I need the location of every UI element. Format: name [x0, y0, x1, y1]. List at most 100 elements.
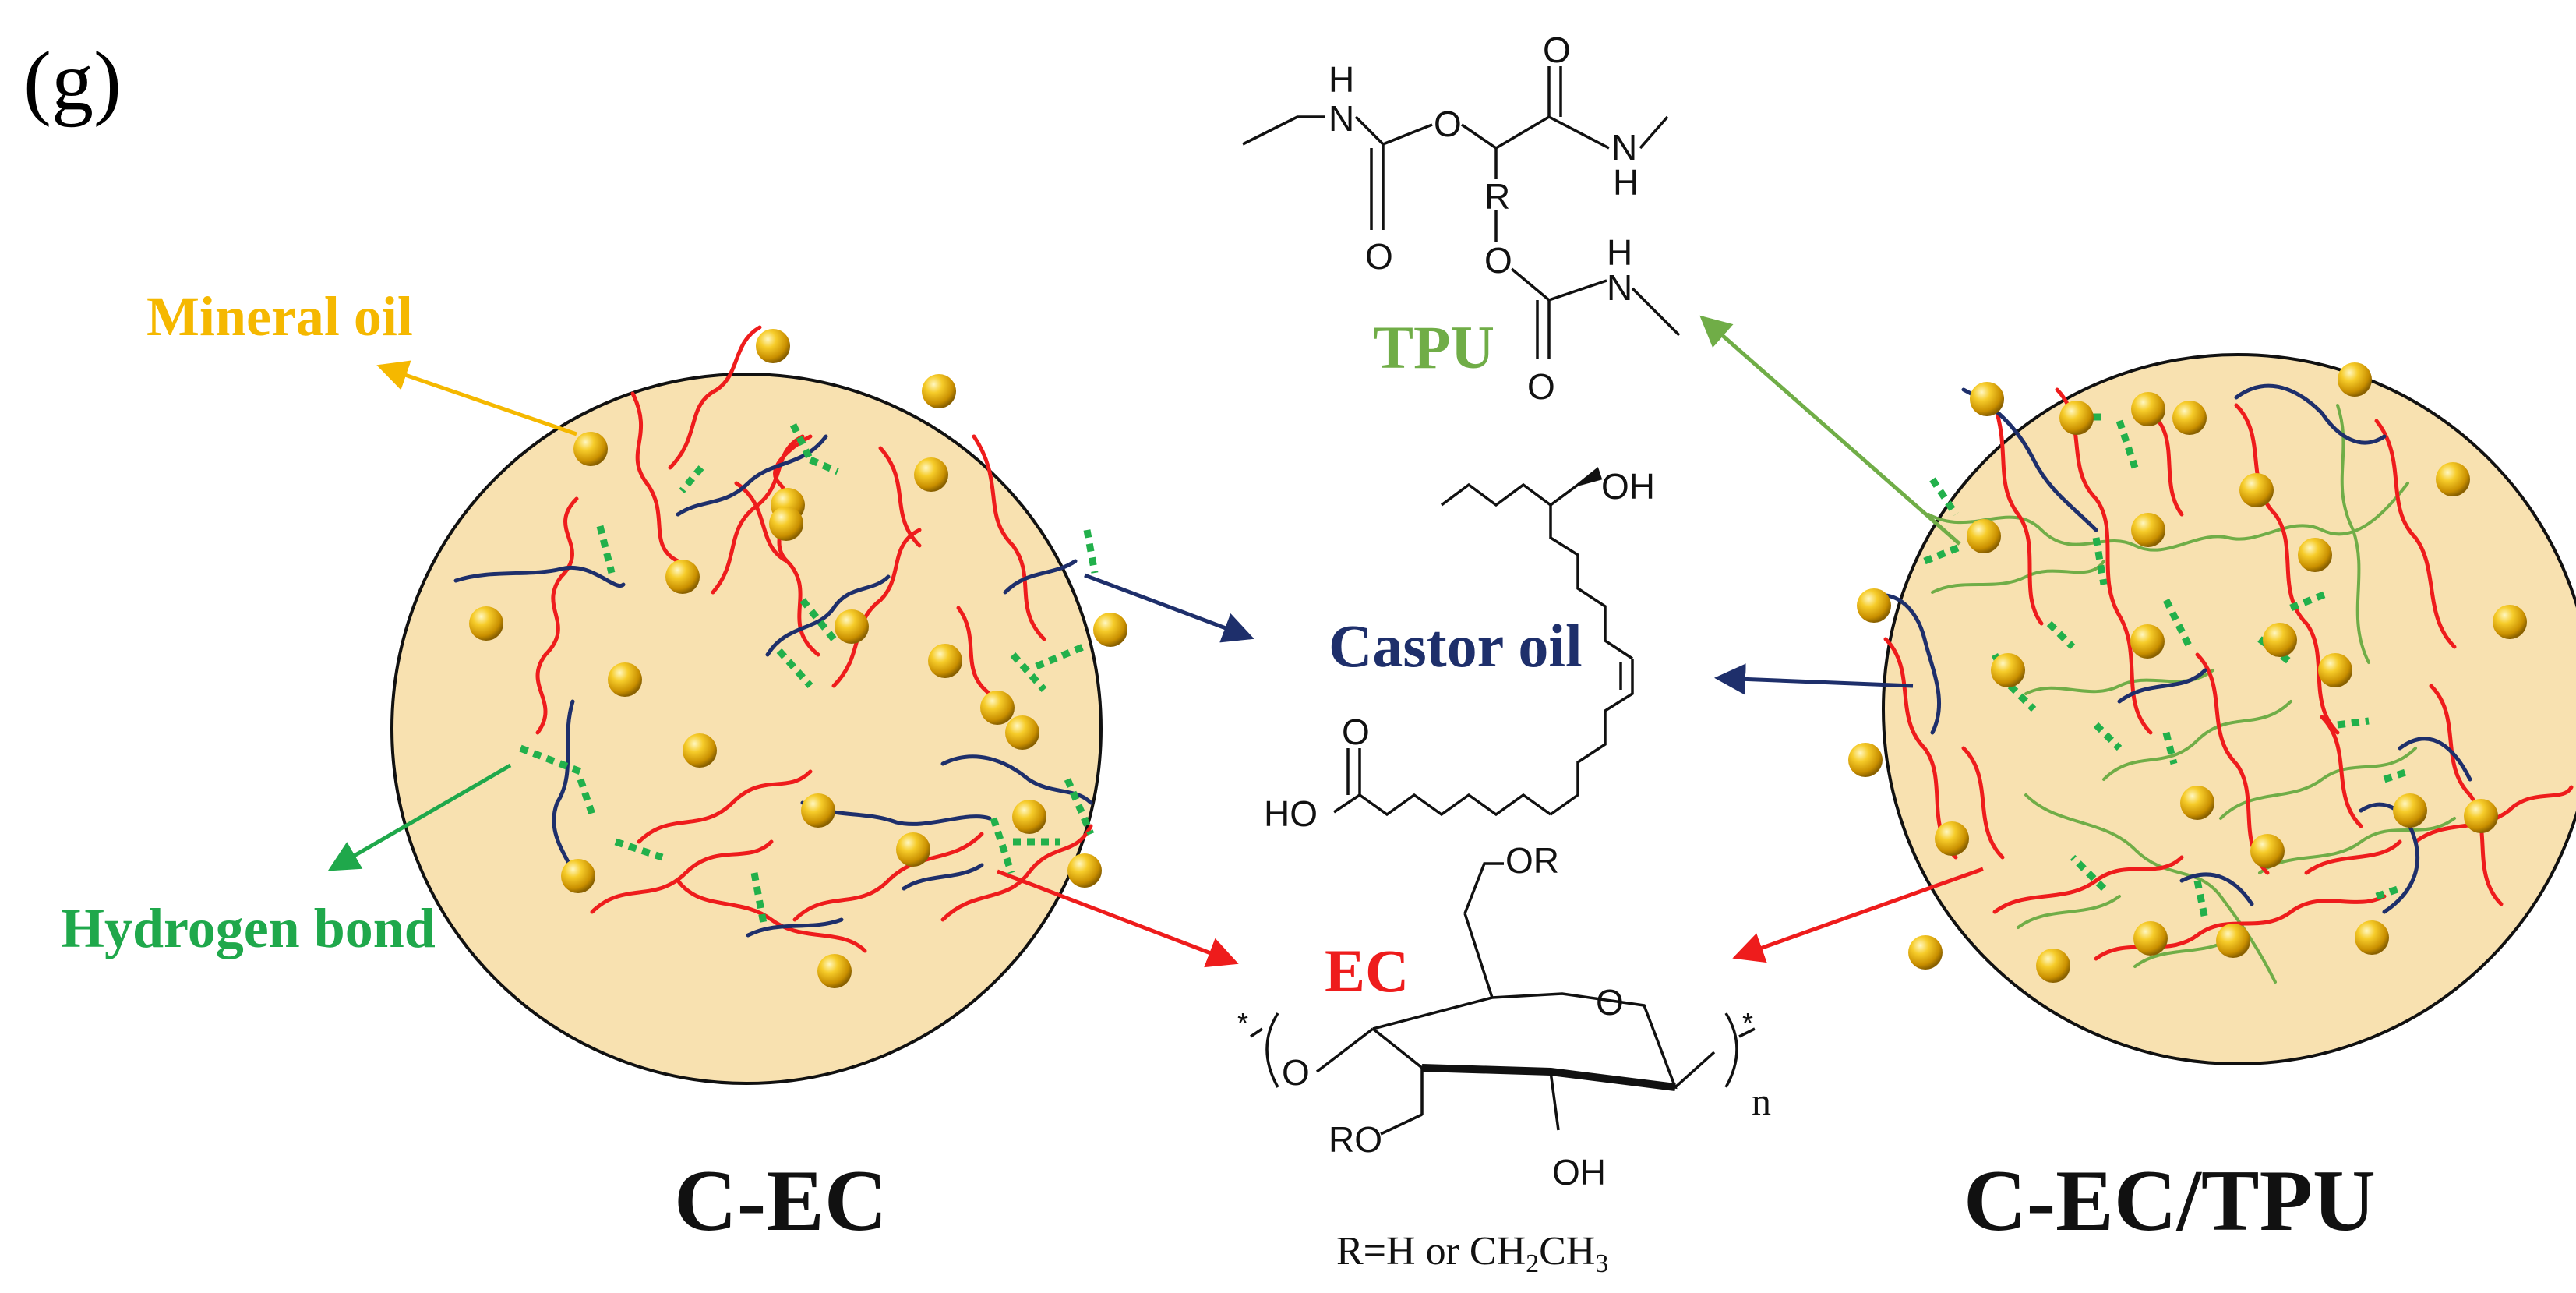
- ec-atom-oh: OH: [1552, 1152, 1606, 1192]
- ec-chain: [2374, 419, 2457, 649]
- hydrogen-bond-mark: [519, 744, 582, 775]
- mineral-oil-particle: [2493, 605, 2527, 639]
- mineral-oil-particle: [561, 859, 595, 893]
- castor-chain: [2359, 802, 2420, 914]
- hydrogen-bond-mark: [2070, 854, 2107, 892]
- hydrogen-bond-mark: [750, 872, 768, 924]
- mineral-oil-particle: [608, 662, 642, 697]
- mineral-oil-particle: [2036, 949, 2070, 983]
- mineral-oil-particle: [1967, 519, 2001, 553]
- castor-chain: [746, 917, 844, 938]
- castor-chain: [2234, 383, 2387, 445]
- hydrogen-bond-mark: [2162, 731, 2178, 765]
- hydrogen-bond-mark: [2093, 722, 2123, 751]
- castor-chain: [2398, 737, 2472, 782]
- castor-atom-oh: OH: [1601, 466, 1655, 507]
- castor-atom-ho: HO: [1264, 793, 1318, 834]
- hydrogen-bond-mark: [577, 778, 596, 816]
- ec-atom-bridge-o: O: [1282, 1052, 1310, 1093]
- tpu-label: TPU: [1373, 313, 1494, 381]
- mineral-oil-particle: [1935, 821, 1969, 856]
- tpu-atom-o-ether1: O: [1434, 104, 1462, 144]
- castor-oil-label: Castor oil: [1329, 612, 1583, 680]
- hydrogen-bond-label: Hydrogen bond: [61, 897, 436, 959]
- tpu-atom-o-carbonyl2: O: [1543, 30, 1571, 70]
- tpu-atom-n2: N: [1611, 127, 1637, 168]
- castor-chain: [676, 434, 828, 517]
- hydrogen-bond-mark: [789, 423, 814, 461]
- mineral-oil-particle: [1991, 653, 2025, 687]
- mineral-oil-particle: [1857, 588, 1891, 623]
- ec-atom-or-top: OR: [1505, 840, 1559, 881]
- mineral-oil-particle: [1908, 935, 1943, 970]
- mineral-oil-particle: [1012, 800, 1046, 834]
- right-caption: C-EC/TPU: [1964, 1153, 2376, 1249]
- mineral-oil-particle: [683, 733, 717, 768]
- ec-chain: [940, 824, 1093, 922]
- tpu-arrow: [1699, 315, 1961, 546]
- hydrogen-bond-mark: [1083, 529, 1099, 574]
- tpu-atom-n3: N: [1607, 267, 1632, 308]
- droplet-left-boundary: [390, 373, 1103, 1085]
- tpu-atom-h3: H: [1607, 232, 1632, 273]
- left-castor-arrow: [1084, 573, 1254, 643]
- left-chain-group: [453, 325, 1099, 953]
- castor-oil-structure: [1333, 467, 1634, 817]
- tpu-atom-o-carbonyl3: O: [1527, 366, 1555, 407]
- ec-chain: [2234, 403, 2340, 735]
- castor-chain: [453, 565, 626, 588]
- left-ec-arrow: [997, 869, 1239, 968]
- mineral-oil-particle: [817, 954, 852, 988]
- mineral-oil-particle: [2172, 401, 2207, 435]
- castor-chain: [2117, 668, 2207, 704]
- tpu-chain: [1931, 560, 2105, 594]
- ec-chain: [2429, 684, 2504, 906]
- hydrogen-bond-mark: [1064, 778, 1095, 836]
- tpu-chain: [2102, 700, 2292, 781]
- ec-chain: [630, 391, 680, 563]
- mineral-oil-particle: [2130, 624, 2165, 659]
- mineral-oil-particle: [2239, 473, 2274, 507]
- hydrogen-bond-mark: [679, 465, 704, 493]
- tpu-chain: [2336, 404, 2370, 664]
- ec-chain: [535, 496, 579, 735]
- ec-chain: [878, 446, 922, 548]
- ec-repeat-n: n: [1752, 1079, 1771, 1123]
- hydrogen-bond-mark: [2007, 683, 2037, 712]
- ec-chain: [2320, 715, 2363, 828]
- tpu-chain: [2219, 747, 2417, 820]
- hydrogen-bond-mark: [990, 817, 1015, 874]
- right-particle-group: [1848, 362, 2527, 983]
- mineral-oil-particle: [2338, 362, 2372, 397]
- hydrogen-bond-mark: [809, 456, 839, 475]
- hydrogen-bond-mark: [1035, 643, 1085, 670]
- mineral-oil-particle: [2131, 513, 2165, 547]
- mineral-oil-particle: [2133, 921, 2168, 956]
- ec-substituent-note: R=H or CH2CH3: [1336, 1229, 1608, 1278]
- ec-atom-ro: RO: [1329, 1119, 1382, 1160]
- hydrogen-bond-mark: [1923, 542, 1965, 565]
- left-caption: C-EC: [674, 1153, 887, 1249]
- tpu-atom-r: R: [1484, 176, 1510, 217]
- right-ec-arrow: [1732, 867, 1984, 963]
- ec-chain: [590, 839, 774, 914]
- mineral-oil-label: Mineral oil: [146, 285, 413, 348]
- ec-label: EC: [1325, 937, 1409, 1005]
- ec-chain: [2195, 652, 2270, 875]
- ec-chain: [734, 481, 789, 563]
- ec-chain: [1883, 637, 1958, 860]
- tpu-atom-o-carbonyl1: O: [1365, 236, 1393, 277]
- left-particle-group: [469, 329, 1127, 988]
- mineral-oil-particle: [756, 329, 790, 363]
- mineral-oil-particle: [2436, 462, 2470, 496]
- ec-chain: [956, 606, 992, 696]
- ec-chain: [1961, 746, 2005, 860]
- tpu-atom-n1: N: [1329, 98, 1354, 139]
- right-chain-group: [1860, 383, 2574, 984]
- hydrogen-bond-mark: [2289, 588, 2331, 612]
- mineral-oil-particle: [914, 457, 948, 492]
- castor-chain: [2179, 872, 2254, 906]
- mineral-oil-particle: [896, 832, 930, 867]
- ec-atom-star-right: *: [1742, 1007, 1753, 1039]
